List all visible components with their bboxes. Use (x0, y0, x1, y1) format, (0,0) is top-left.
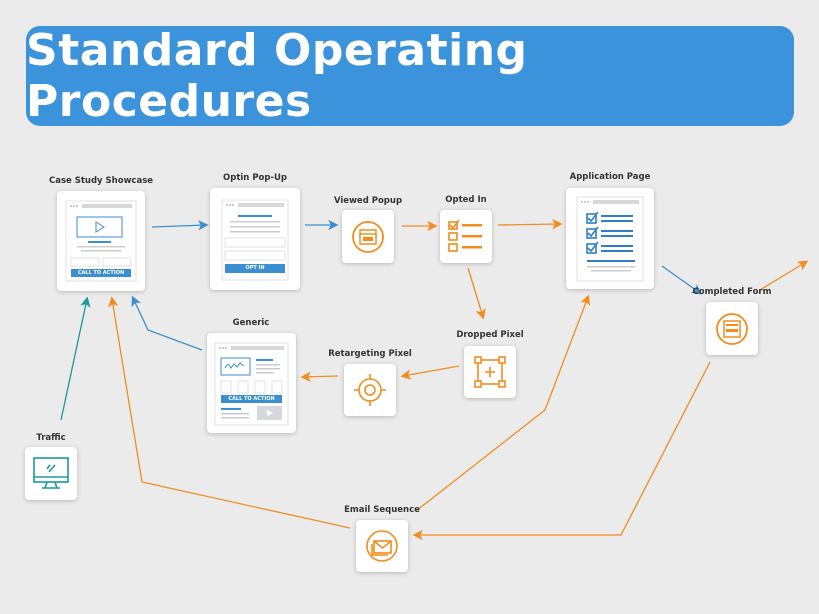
arrow-completed-out (759, 260, 809, 291)
arrow-optedin-to-dropped (467, 267, 486, 320)
pixel-select-icon (474, 356, 506, 388)
dropped-pixel-node[interactable] (464, 346, 516, 398)
arrow-email-to-application (415, 294, 591, 512)
optin-popup-label: Optin Pop-Up (223, 173, 287, 183)
completed-form-node[interactable] (706, 302, 758, 355)
optin-form-icon (221, 199, 289, 281)
arrow-completed-to-email (412, 361, 711, 541)
traffic-node[interactable] (25, 447, 77, 500)
email-sequence-node[interactable] (356, 520, 408, 572)
dropped-pixel-label: Dropped Pixel (456, 330, 524, 340)
call-to-action-button: CALL TO ACTION (221, 395, 282, 403)
arrow-application-to-completed (661, 265, 703, 295)
checklist-icon (448, 219, 482, 252)
traffic-label: Traffic (36, 433, 66, 443)
retargeting-pixel-node[interactable] (344, 364, 396, 416)
arrow-dropped-to-retargeting (400, 365, 460, 380)
arrow-traffic-to-case (60, 296, 91, 421)
arrow-optedin-to-application (497, 218, 563, 230)
popup-window-icon (352, 221, 384, 253)
completed-form-label: Completed Form (692, 287, 772, 297)
application-page-node[interactable] (566, 188, 654, 289)
optin-popup-node[interactable]: OPT IN (210, 188, 300, 290)
opted-in-node[interactable] (440, 210, 492, 263)
arrow-retargeting-to-generic (300, 371, 339, 382)
viewed-popup-label: Viewed Popup (333, 196, 403, 206)
checklist-page-icon (576, 196, 644, 282)
case-study-node[interactable]: CALL TO ACTION (57, 191, 145, 291)
page-title: Standard Operating Procedures (26, 25, 528, 127)
target-icon (354, 374, 386, 406)
application-page-label: Application Page (569, 172, 651, 182)
email-icon (366, 530, 398, 562)
arrow-case-to-optin (151, 220, 209, 231)
generic-page-icon (214, 342, 289, 426)
arrow-email-to-case (108, 296, 351, 529)
form-icon (716, 313, 748, 345)
landing-page-video-icon (65, 200, 137, 282)
monitor-icon (33, 457, 69, 489)
generic-label: Generic (232, 318, 270, 328)
case-study-label: Case Study Showcase (48, 176, 154, 186)
viewed-popup-node[interactable] (342, 210, 394, 263)
email-sequence-label: Email Sequence (344, 505, 420, 515)
retargeting-pixel-label: Retargeting Pixel (328, 349, 412, 359)
title-banner: Standard Operating Procedures (26, 25, 794, 127)
opted-in-label: Opted In (445, 195, 487, 205)
opt-in-button: OPT IN (225, 264, 285, 273)
arrow-generic-to-case (131, 295, 203, 351)
call-to-action-button: CALL TO ACTION (71, 269, 131, 277)
generic-node[interactable]: CALL TO ACTION (207, 333, 296, 433)
